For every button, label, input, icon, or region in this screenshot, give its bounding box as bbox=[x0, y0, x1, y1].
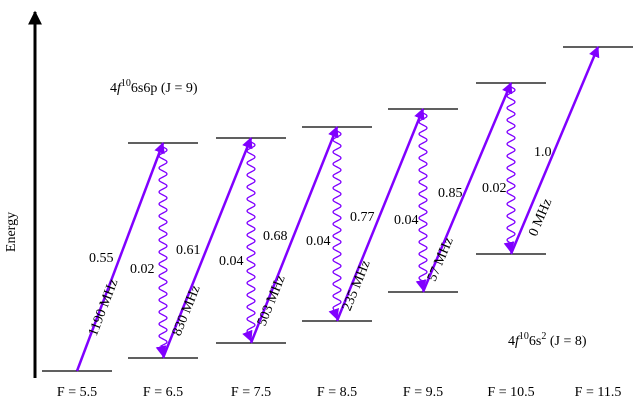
decay-arrow-3 bbox=[328, 130, 342, 321]
excitation-strength-6: 1.0 bbox=[534, 145, 552, 160]
energy-axis-label: Energy bbox=[4, 212, 19, 252]
excitation-strength-4: 0.77 bbox=[350, 210, 375, 225]
excitation-strength-2: 0.61 bbox=[176, 243, 201, 258]
excitation-strength-1: 0.55 bbox=[89, 251, 114, 266]
f-label-2: F = 6.5 bbox=[143, 385, 183, 400]
hyperfine-f-labels: F = 5.5 F = 6.5 F = 7.5 F = 8.5 F = 9.5 … bbox=[57, 385, 621, 400]
excitation-strength-3: 0.68 bbox=[263, 229, 288, 244]
decay-arrow-5 bbox=[503, 86, 516, 254]
f-label-1: F = 5.5 bbox=[57, 385, 97, 400]
decay-strength-labels: 0.02 0.04 0.04 0.04 0.02 bbox=[130, 181, 507, 277]
decay-arrow-4 bbox=[415, 112, 428, 292]
upper-state-label: 4f106s6p (J = 9) bbox=[110, 78, 198, 96]
detuning-label-6: 0 MHz bbox=[526, 197, 555, 239]
lower-state-label: 4f106s2 (J = 8) bbox=[508, 331, 587, 349]
excitation-arrow-6 bbox=[509, 45, 600, 255]
f-label-3: F = 7.5 bbox=[231, 385, 271, 400]
detuning-label-4: 235 MHz bbox=[340, 258, 374, 313]
lower-levels bbox=[42, 253, 546, 372]
detuning-label-5: 57 MHz bbox=[425, 235, 457, 283]
detuning-label-3: 503 MHz bbox=[255, 273, 289, 328]
excitation-arrow-3 bbox=[249, 125, 339, 344]
excitation-strength-5: 0.85 bbox=[438, 186, 463, 201]
excitation-arrow-5 bbox=[421, 81, 513, 293]
f-label-7: F = 11.5 bbox=[575, 385, 622, 400]
decay-arrows bbox=[155, 86, 516, 358]
f-label-4: F = 8.5 bbox=[317, 385, 357, 400]
decay-strength-1: 0.02 bbox=[130, 262, 155, 277]
f-label-6: F = 10.5 bbox=[487, 385, 534, 400]
excitation-arrow-4 bbox=[335, 107, 425, 322]
excitation-arrow-2 bbox=[161, 136, 253, 359]
decay-strength-5: 0.02 bbox=[482, 181, 507, 196]
excitation-arrow-1 bbox=[75, 141, 165, 372]
f-label-5: F = 9.5 bbox=[403, 385, 443, 400]
detuning-labels: 1190 MHz 830 MHz 503 MHz 235 MHz 57 MHz … bbox=[86, 197, 555, 339]
decay-strength-4: 0.04 bbox=[394, 213, 419, 228]
decay-arrow-2 bbox=[242, 141, 256, 343]
decay-strength-3: 0.04 bbox=[306, 234, 331, 249]
excitation-strength-labels: 0.55 0.61 0.68 0.77 0.85 1.0 bbox=[89, 145, 552, 266]
decay-strength-2: 0.04 bbox=[219, 254, 244, 269]
decay-arrow-1 bbox=[155, 146, 168, 358]
detuning-label-1: 1190 MHz bbox=[86, 277, 121, 338]
detuning-label-2: 830 MHz bbox=[170, 283, 204, 338]
upper-levels bbox=[128, 46, 633, 144]
excitation-arrows bbox=[75, 45, 600, 372]
